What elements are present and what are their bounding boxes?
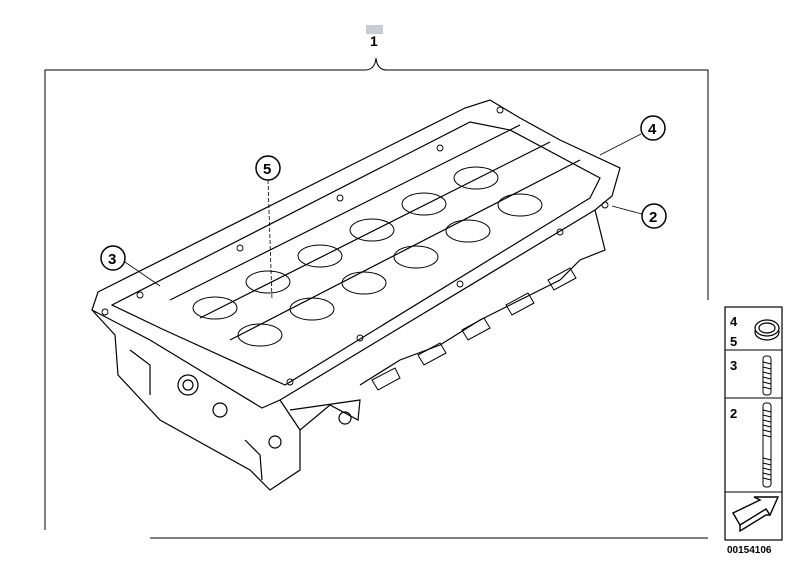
bolt-hole [556, 228, 564, 236]
short-stud-icon [762, 355, 772, 396]
valve-pocket [237, 323, 283, 347]
deck-bolt-holes [101, 106, 609, 386]
port [505, 292, 535, 316]
callout-4-leader [599, 133, 642, 156]
callout-1-highlight [366, 25, 383, 34]
bolt-hole [601, 201, 609, 209]
valve-pocket [245, 270, 291, 294]
legend-label-3: 3 [730, 358, 737, 373]
front-bore [182, 379, 194, 391]
valve-pocket [297, 244, 343, 268]
front-bore [177, 374, 199, 396]
valve-pocket [393, 245, 439, 269]
bolt-hole [496, 106, 504, 114]
callout-5-label: 5 [263, 161, 271, 178]
callout-3[interactable]: 3 [100, 245, 161, 287]
callout-5[interactable]: 5 [255, 155, 281, 301]
legend-label-2: 2 [730, 406, 737, 421]
document-number: 00154106 [727, 545, 772, 556]
valve-pocket [192, 296, 238, 320]
bolt-hole [136, 291, 144, 299]
head-side-front [91, 309, 361, 491]
callout-1[interactable]: 1 [366, 25, 383, 49]
cylinder-cells [192, 166, 543, 347]
valve-pocket [349, 218, 395, 242]
valve-pocket [341, 271, 387, 295]
front-bore [268, 435, 282, 449]
valve-pocket [497, 193, 543, 217]
cam-ridge-mid [199, 141, 551, 319]
front-bore [338, 411, 352, 425]
callout-2[interactable]: 2 [611, 203, 667, 229]
parts-legend: 4 5 3 2 [724, 306, 783, 541]
head-side-right [279, 209, 606, 431]
head-top-outline [91, 99, 621, 409]
cam-ridge-intake [169, 124, 521, 301]
bolt-hole [336, 194, 344, 202]
callout-1-label: 1 [370, 33, 378, 49]
assembly-bracket [44, 57, 709, 530]
bolt-hole [356, 334, 364, 342]
direction-arrow-icon [732, 496, 780, 533]
port [461, 317, 491, 341]
valve-pocket [401, 192, 447, 216]
callout-2-circle [641, 203, 667, 229]
callout-2-leader [611, 205, 643, 215]
callout-3-label: 3 [108, 251, 116, 268]
valve-pocket [289, 297, 335, 321]
head-inner-rim [110, 121, 601, 386]
bolt-hole [456, 280, 464, 288]
valve-pocket [453, 166, 499, 190]
port [547, 267, 577, 291]
cam-ridge-exhaust [229, 159, 581, 341]
valve-pocket [445, 219, 491, 243]
callout-4[interactable]: 4 [599, 115, 666, 156]
callout-5-leader [267, 179, 273, 301]
bolt-hole [286, 378, 294, 386]
cylinder-head-illustration [91, 99, 621, 491]
callout-4-label: 4 [648, 121, 657, 138]
callout-2-label: 2 [649, 209, 657, 226]
bolt-hole [436, 144, 444, 152]
port [371, 367, 401, 391]
callout-3-circle [100, 245, 126, 271]
callout-3-leader [124, 261, 161, 287]
callout-4-circle [640, 115, 666, 141]
bolt-hole [101, 308, 109, 316]
legend-label-5: 5 [730, 334, 737, 349]
legend-label-4: 4 [730, 314, 738, 329]
long-stud-icon [762, 402, 772, 488]
front-rib [129, 349, 263, 481]
port [417, 342, 447, 366]
side-ports [371, 267, 577, 391]
bolt-hole [236, 244, 244, 252]
seal-ring-icon [754, 319, 780, 341]
front-bore [212, 402, 228, 418]
